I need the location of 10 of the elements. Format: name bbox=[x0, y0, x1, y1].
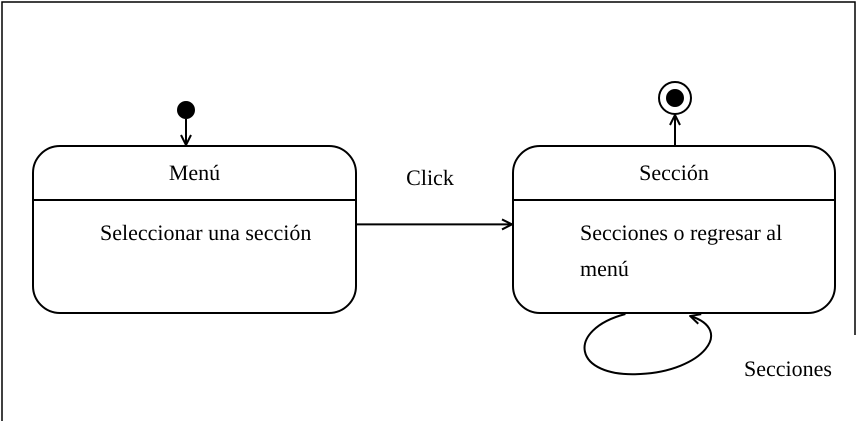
state-name: Menú bbox=[168, 162, 220, 184]
state-box bbox=[32, 145, 357, 314]
self-transition-arrow bbox=[584, 313, 712, 375]
state-name: Sección bbox=[639, 162, 709, 184]
state-activity: Secciones o regresar al menú bbox=[580, 219, 784, 283]
state-box bbox=[512, 145, 836, 314]
transition-arrow bbox=[180, 119, 192, 146]
state-activity: Seleccionar una sección bbox=[100, 219, 312, 247]
transition-arrow bbox=[357, 218, 513, 230]
transition-arrow bbox=[669, 114, 681, 145]
